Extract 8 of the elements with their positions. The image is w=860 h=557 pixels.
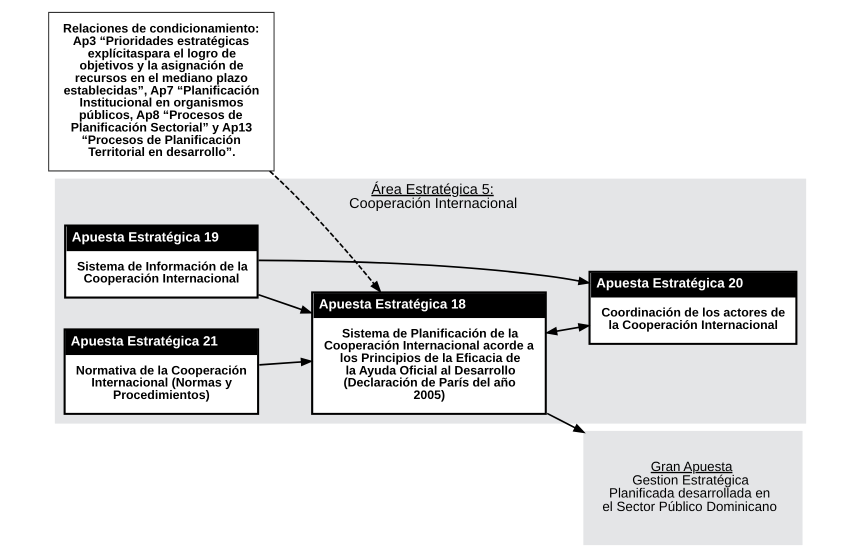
arrow [544,323,590,336]
arrow [258,358,313,366]
arrow [268,170,382,294]
arrow [546,412,586,434]
arrow [258,260,590,286]
node-box: Gran Apuesta Gestion Estratégica Planificada desarrollada en el Sector Público Dominicano [582,430,802,546]
node-box: Relaciones de condicionamiento: Ap3 “Prioridades estratégicas explícitaspara el logro de objetivos y la asignación de recursos en el mediano plazo establecidas”, Ap7 “Planificación Institucional en organismos públicos, Ap8 “Procesos de Planificación Sectorial” y Ap13 “Procesos de Planificación Territorial en desarrollo”. [48,12,274,172]
arrow [258,294,313,314]
